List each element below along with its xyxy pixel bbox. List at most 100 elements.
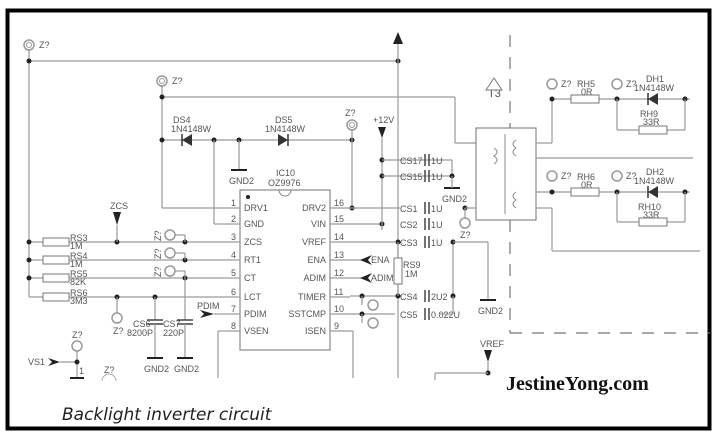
svg-text:ENA: ENA: [371, 255, 390, 265]
net-vs1: Z? VS1 1: [28, 330, 84, 379]
svg-text:GND2: GND2: [229, 176, 254, 186]
svg-text:VSEN: VSEN: [244, 326, 269, 336]
svg-text:GND2: GND2: [442, 194, 467, 204]
resistor-rh10[interactable]: RH10 33R: [638, 202, 668, 227]
net-pdim: PDIM: [197, 301, 228, 318]
resistor-rh5[interactable]: RH5 0R: [570, 79, 600, 104]
svg-text:VIN: VIN: [311, 219, 326, 229]
svg-text:Z?: Z?: [153, 266, 163, 277]
svg-text:1U: 1U: [431, 156, 443, 166]
diode-dh1[interactable]: DH1 1N4148W: [634, 74, 675, 105]
svg-text:CS6: CS6: [133, 319, 151, 329]
svg-text:6: 6: [231, 287, 236, 297]
svg-text:DRV1: DRV1: [244, 203, 268, 213]
capacitor-cs6[interactable]: CS6 8200P GND2: [127, 297, 169, 374]
transformer-t3[interactable]: T3: [475, 77, 537, 221]
svg-text:8: 8: [231, 321, 236, 331]
svg-text:RS5: RS5: [70, 269, 88, 279]
svg-text:DS4: DS4: [173, 115, 191, 125]
capacitor-cs3[interactable]: CS3 1U: [400, 236, 443, 248]
svg-text:14: 14: [334, 232, 344, 242]
svg-text:Z?: Z?: [345, 108, 356, 118]
svg-text:+12V: +12V: [373, 115, 394, 125]
svg-text:PDIM: PDIM: [244, 309, 267, 319]
capacitor-cs5[interactable]: CS5 0.022U: [400, 308, 460, 320]
svg-text:4: 4: [231, 250, 236, 260]
secondary-wiring: [536, 96, 700, 252]
resistor-rs9[interactable]: RS9 1M: [393, 257, 421, 285]
svg-text:CS15: CS15: [400, 172, 423, 182]
frame-border: [5, 8, 712, 431]
svg-text:1: 1: [231, 198, 236, 208]
resistor-rh9[interactable]: RH9 33R: [638, 109, 668, 135]
svg-text:PDIM: PDIM: [197, 301, 220, 311]
svg-text:3M3: 3M3: [70, 296, 88, 306]
svg-text:11: 11: [334, 287, 343, 297]
svg-text:RS3: RS3: [70, 233, 88, 243]
left-resistors: [26, 239, 228, 300]
svg-text:RS4: RS4: [70, 251, 88, 261]
svg-text:Z?: Z?: [153, 230, 163, 241]
svg-text:0.022U: 0.022U: [431, 310, 460, 320]
svg-text:RT1: RT1: [244, 255, 261, 265]
diode-ds5[interactable]: DS5 1N4148W: [265, 115, 306, 146]
svg-text:1U: 1U: [431, 238, 443, 248]
svg-text:1N4148W: 1N4148W: [634, 83, 675, 93]
svg-text:DS5: DS5: [275, 115, 293, 125]
capacitor-cs7[interactable]: CS7 220P GND2: [163, 319, 199, 374]
testpoint-label: Z?: [39, 40, 50, 50]
svg-text:12: 12: [334, 268, 344, 278]
net-zcs: ZCS: [110, 201, 128, 242]
net-vref: VREF: [434, 339, 505, 380]
svg-text:RH5: RH5: [577, 79, 595, 89]
svg-text:CS3: CS3: [400, 238, 418, 248]
svg-text:Z?: Z?: [561, 171, 572, 181]
svg-text:8200P: 8200P: [127, 328, 153, 338]
svg-text:Z?: Z?: [626, 79, 637, 89]
svg-text:15: 15: [334, 214, 344, 224]
svg-text:7: 7: [231, 304, 236, 314]
svg-text:RS6: RS6: [70, 288, 88, 298]
pin-testpoints: Z? Z? Z?: [153, 229, 186, 320]
svg-text:1N4148W: 1N4148W: [634, 176, 675, 186]
svg-text:ADIM: ADIM: [371, 273, 394, 283]
svg-text:ENA: ENA: [307, 255, 326, 265]
svg-text:Z?: Z?: [561, 79, 572, 89]
svg-text:1M: 1M: [70, 241, 83, 251]
svg-text:IC10: IC10: [276, 168, 295, 178]
svg-text:GND: GND: [244, 219, 265, 229]
svg-text:5: 5: [231, 268, 236, 278]
svg-text:82K: 82K: [70, 277, 86, 287]
resistor-rh6[interactable]: RH6 0R: [570, 172, 600, 197]
svg-text:VS1: VS1: [28, 357, 45, 367]
svg-text:Z?: Z?: [460, 230, 471, 240]
testpoint-bottom: Z?: [101, 365, 117, 382]
svg-text:Z?: Z?: [113, 326, 124, 336]
svg-text:1M: 1M: [405, 269, 418, 279]
svg-text:CS5: CS5: [400, 310, 418, 320]
secondary-testpoints: Z? Z? Z? Z?: [546, 78, 637, 182]
diode-dh2[interactable]: DH2 1N4148W: [634, 167, 675, 198]
svg-text:GND2: GND2: [478, 306, 503, 316]
diode-ds4[interactable]: DS4 1N4148W: [171, 115, 212, 146]
svg-text:RH10: RH10: [638, 202, 661, 212]
diagram-caption: Backlight inverter circuit: [62, 405, 273, 425]
svg-text:DH2: DH2: [646, 167, 664, 177]
